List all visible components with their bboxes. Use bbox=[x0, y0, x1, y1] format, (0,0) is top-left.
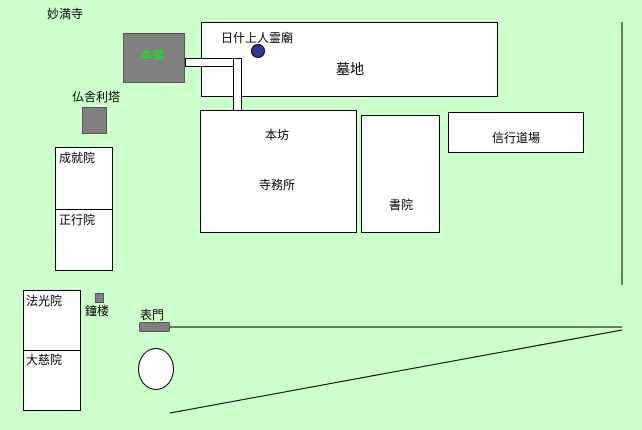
honbo-building[interactable]: 本坊 寺務所 bbox=[200, 110, 357, 233]
hokoin-building[interactable]: 法光院 bbox=[23, 290, 81, 351]
hondo-building[interactable]: 本堂 bbox=[123, 33, 185, 83]
daijiin-building[interactable]: 大慈院 bbox=[23, 350, 81, 411]
omotemon-gate[interactable] bbox=[139, 322, 170, 332]
road-line-lower bbox=[169, 329, 623, 414]
shoro-bell-tower[interactable] bbox=[95, 293, 104, 303]
bosho-label: 墓地 bbox=[336, 62, 364, 78]
mausoleum-marker-icon[interactable] bbox=[251, 44, 265, 58]
omotemon-label: 表門 bbox=[140, 308, 165, 322]
hondo-label: 本堂 bbox=[140, 48, 165, 62]
shingyo-label: 信行道場 bbox=[492, 131, 541, 145]
daijiin-label: 大慈院 bbox=[26, 353, 63, 367]
jojuin-label: 成就院 bbox=[59, 151, 96, 165]
jimusho-label: 寺務所 bbox=[259, 178, 296, 192]
busshari-tower[interactable] bbox=[82, 107, 107, 134]
busshari-label: 仏舎利塔 bbox=[72, 90, 121, 104]
shoin-building[interactable]: 書院 bbox=[361, 115, 440, 233]
pond bbox=[138, 348, 174, 390]
jojuin-building[interactable]: 成就院 bbox=[55, 147, 113, 210]
shogyoin-label: 正行院 bbox=[59, 213, 96, 227]
shogyoin-building[interactable]: 正行院 bbox=[55, 209, 113, 271]
shoin-label: 書院 bbox=[389, 198, 414, 212]
bosho-area[interactable]: 墓地 bbox=[201, 22, 498, 97]
temple-title: 妙満寺 bbox=[47, 7, 84, 21]
shoro-label: 鐘楼 bbox=[85, 304, 110, 318]
hokoin-label: 法光院 bbox=[26, 294, 63, 308]
honbo-label: 本坊 bbox=[265, 128, 290, 142]
shingyo-dojo[interactable]: 信行道場 bbox=[448, 112, 584, 153]
nichiju-mausoleum-label: 日什上人霊廟 bbox=[221, 31, 294, 45]
